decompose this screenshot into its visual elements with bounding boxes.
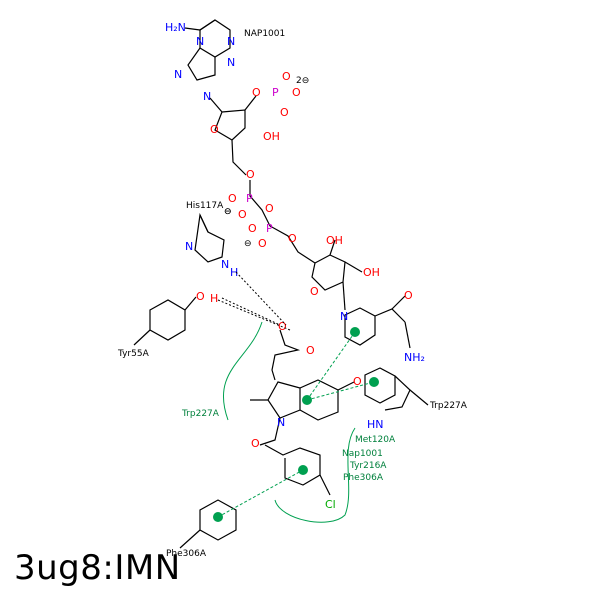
tyr-hydrogen: H xyxy=(210,292,218,305)
ring-centroid xyxy=(350,327,360,337)
amide-label: NH₂ xyxy=(404,351,425,364)
charge-label: 2⊖ xyxy=(296,76,309,86)
chlorine-atom: Cl xyxy=(325,498,336,511)
pyridinium-nitrogen: N xyxy=(340,310,348,323)
minus-sign: ⊖ xyxy=(224,207,232,217)
atom-n: N xyxy=(196,35,204,48)
phe306-residue: Phe306A xyxy=(166,499,237,559)
ring-centroid xyxy=(213,512,223,522)
atom-n: N xyxy=(174,68,182,81)
tyr55-residue: O H Tyr55A xyxy=(117,290,218,359)
trp227a-label: Trp227A xyxy=(429,401,468,411)
nap1001-green-label: Nap1001 xyxy=(342,449,383,459)
phosphorus-1: P xyxy=(246,192,253,205)
ether-oxygen: O xyxy=(252,86,261,99)
phosphate-oxygen: O xyxy=(280,106,289,119)
amide-oxygen: O xyxy=(404,289,413,302)
bridge-oxygen: O xyxy=(265,202,274,215)
hydrogen-bonds xyxy=(217,271,291,331)
phosphate-oxygen: O xyxy=(248,222,257,235)
bridge-oxygen: O xyxy=(288,232,297,245)
ring-centroid xyxy=(302,395,312,405)
minus-sign: ⊖ xyxy=(224,207,232,217)
adenine-group: H₂N N N N N N NAP1001 xyxy=(165,19,285,103)
phosphate-oxygen: O xyxy=(258,237,267,250)
ring-oxygen-top: O xyxy=(210,123,219,136)
hydroxyl-middle: OH xyxy=(326,234,343,247)
phosphate-oxygen: O xyxy=(238,208,247,221)
indole-nitrogen: N xyxy=(277,416,285,429)
atom-n: N xyxy=(227,35,235,48)
phosphate-oxygen: O xyxy=(292,86,301,99)
diphosphate-bridge: O P O O O ⊖ P O O O ⊖ xyxy=(224,168,316,264)
carboxylate: O O xyxy=(271,320,315,381)
carboxyl-oxygen: O xyxy=(306,344,315,357)
bridge-oxygen: O xyxy=(246,168,255,181)
chlorobenzoyl-group: Cl xyxy=(264,444,336,511)
ring-centroid xyxy=(298,465,308,475)
trp227-residue: HN Trp227A xyxy=(364,367,468,431)
pi-interactions xyxy=(213,327,379,522)
amine-label-top: H₂N xyxy=(165,21,186,34)
nicotinamide-ring: N O NH₂ xyxy=(340,289,425,364)
atom-n: N xyxy=(227,56,235,69)
histidine-h: H xyxy=(230,266,238,279)
phosphorus-2: P xyxy=(266,222,273,235)
nap1001-label: NAP1001 xyxy=(244,29,285,39)
hydroxyl-top: OH xyxy=(263,130,280,143)
hydrophobic-contacts: Trp227A Met120A Nap1001 Tyr216A Phe306A xyxy=(181,321,396,523)
tyr-oxygen: O xyxy=(196,290,205,303)
trp-nh: HN xyxy=(367,418,384,431)
ribose-middle: OH OH O xyxy=(310,234,380,311)
met120a-label: Met120A xyxy=(355,435,396,445)
ribose-top: O O OH P O O O 2⊖ xyxy=(209,70,309,176)
atom-n: N xyxy=(203,90,211,103)
phe306a-label: Phe306A xyxy=(166,549,207,559)
trp227a-green-label: Trp227A xyxy=(181,409,220,419)
carbonyl-oxygen: O xyxy=(251,437,260,450)
ring-centroid xyxy=(369,377,379,387)
histidine-n: N xyxy=(185,240,193,253)
indole-core: N O O xyxy=(250,375,362,450)
histidine-residue: His117A N N H ⊖ xyxy=(185,201,238,279)
tyr216a-label: Tyr216A xyxy=(349,461,387,471)
tyr55a-label: Tyr55A xyxy=(117,349,150,359)
minus-sign: ⊖ xyxy=(244,239,252,249)
page-title: 3ug8:IMN xyxy=(14,548,181,588)
phosphate-oxygen: O xyxy=(282,70,291,83)
histidine-n: N xyxy=(221,258,229,271)
ring-oxygen-middle: O xyxy=(310,285,319,298)
hydroxyl-middle-2: OH xyxy=(363,266,380,279)
phosphate-oxygen: O xyxy=(228,192,237,205)
methoxy-oxygen: O xyxy=(353,375,362,388)
phe306a-green-label: Phe306A xyxy=(343,473,384,483)
his117a-label: His117A xyxy=(186,201,224,211)
phosphorus-top: P xyxy=(272,86,279,99)
